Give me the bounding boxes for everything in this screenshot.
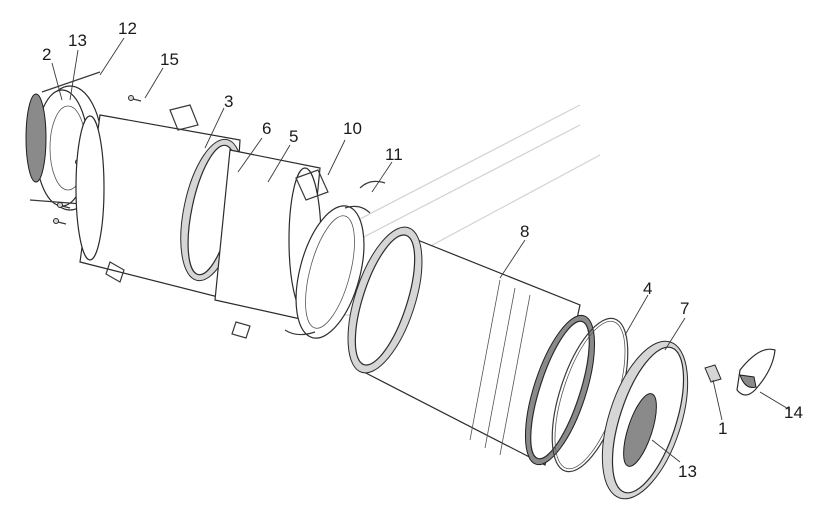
callout-3: 3 [224, 92, 234, 111]
callout-15: 15 [160, 50, 179, 69]
callout-5: 5 [289, 127, 299, 146]
filter-element-8 [347, 226, 596, 466]
callout-13-right: 13 [678, 462, 697, 481]
callout-6: 6 [262, 119, 272, 138]
right-end-cap [601, 340, 689, 500]
callout-10: 10 [343, 119, 362, 138]
clamp-ring-10-11 [284, 180, 386, 339]
callout-2: 2 [42, 45, 52, 64]
leader-lines [51, 37, 791, 463]
cylinder-section-5 [214, 149, 329, 339]
callout-12: 12 [118, 19, 137, 38]
callout-13: 13 [68, 31, 87, 50]
callout-8: 8 [520, 222, 530, 241]
callout-1: 1 [718, 419, 728, 438]
clip-1 [704, 364, 722, 383]
callout-11: 11 [385, 145, 403, 164]
callout-14: 14 [784, 403, 803, 422]
callout-7: 7 [680, 299, 690, 318]
indicator-14 [736, 348, 776, 396]
callout-4: 4 [643, 279, 653, 298]
